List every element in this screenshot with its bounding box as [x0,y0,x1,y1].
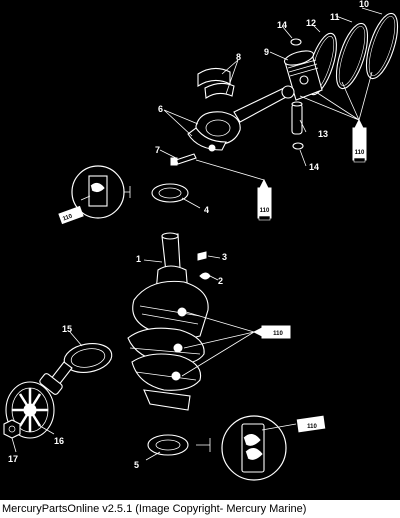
callout-3: 3 [222,252,227,262]
callout-16: 16 [54,436,64,446]
callout-11: 11 [330,12,340,22]
rod-bearing-upper[interactable] [197,67,235,99]
callout-2: 2 [218,276,223,286]
oil-seal-upper[interactable] [151,183,189,203]
leader-lines [11,7,383,461]
callout-1: 1 [136,254,141,264]
key[interactable] [199,272,211,280]
callout-12: 12 [306,18,316,28]
lubricant-tube-bearing-upper: 110 [58,205,84,225]
piston-pin[interactable] [291,101,303,135]
image-caption: MercuryPartsOnline v2.5.1 (Image Copyrig… [0,500,400,518]
callout-10: 10 [359,0,369,9]
connecting-rod[interactable] [187,85,295,152]
callout-4: 4 [204,205,209,215]
callout-13: 13 [318,129,328,139]
callout-14-upper: 14 [277,20,287,30]
callout-14-lower: 14 [309,162,319,172]
tube-label: 110 [260,208,270,214]
retaining-clip-upper[interactable] [290,38,302,46]
lubricant-tube-rings: 110 [352,118,367,163]
callout-7: 7 [155,145,160,155]
oil-seal-lower[interactable] [147,434,189,456]
callout-5: 5 [134,460,139,470]
lubricant-tube-pin: 110 [257,178,272,221]
oil-pump-drive-rod[interactable] [39,340,114,395]
tube-label: 110 [273,331,283,337]
crankshaft[interactable] [127,232,209,411]
lubricant-tube-bearing-lower: 110 [296,415,326,433]
seal-install-detail-upper [71,165,131,219]
callout-15: 15 [62,324,72,334]
seal-install-detail-lower [196,415,287,481]
callout-17: 17 [8,454,18,464]
drive-gear[interactable] [5,381,55,439]
callout-8: 8 [236,52,241,62]
nut[interactable] [3,419,21,439]
piston-ring-10[interactable] [360,10,400,82]
callout-9: 9 [264,47,269,57]
callout-6: 6 [158,104,163,114]
plug[interactable] [197,251,207,261]
lubricant-tube-crank: 110 [252,325,291,339]
parts-diagram: 110 110 110 110 110 [3,0,400,481]
tube-label: 110 [355,150,365,156]
piston-ring-11[interactable] [330,20,374,92]
tube-label: 110 [62,213,74,222]
tube-label: 110 [307,424,317,430]
rod-bolt[interactable] [170,153,197,166]
retaining-clip-lower[interactable] [292,142,304,150]
